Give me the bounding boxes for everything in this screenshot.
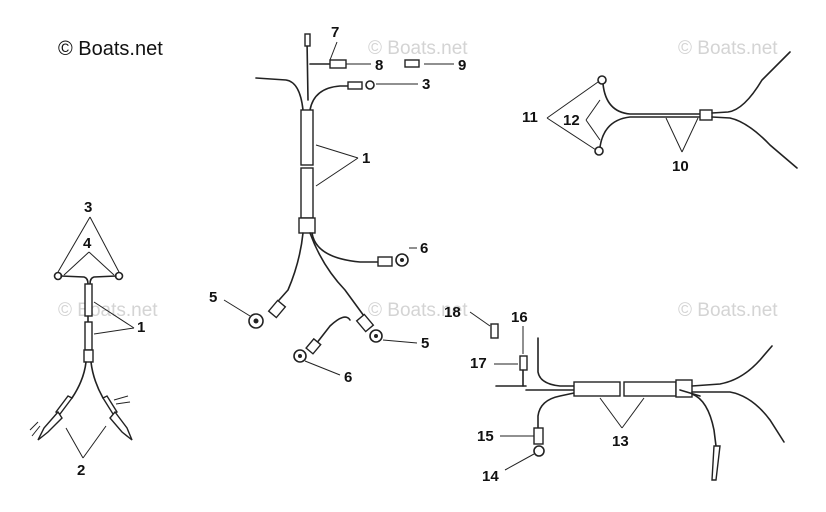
callout-11: 11 <box>522 109 538 126</box>
sleeve <box>623 381 677 397</box>
ring-terminal <box>533 445 545 457</box>
copyright-label: © Boats.net <box>58 38 163 60</box>
sleeve <box>84 283 93 317</box>
callout-4: 4 <box>83 235 92 252</box>
terminal-cap <box>329 59 347 69</box>
watermark: © Boats.net <box>678 38 778 59</box>
junction <box>699 109 713 121</box>
jumper-cable-harness: 3 4 1 2 <box>29 199 145 479</box>
connector-18 <box>490 323 499 339</box>
sleeve <box>84 321 93 351</box>
callout-6: 6 <box>344 369 352 386</box>
callout-14: 14 <box>482 468 499 485</box>
watermark: © Boats.net <box>368 300 468 321</box>
junction <box>83 349 94 363</box>
callout-18: 18 <box>444 304 461 321</box>
sleeve <box>300 167 314 219</box>
ring-terminal <box>597 75 607 85</box>
callout-10: 10 <box>672 158 689 175</box>
callout-3: 3 <box>84 199 92 216</box>
callout-8: 8 <box>375 57 383 74</box>
callout-5: 5 <box>209 289 217 306</box>
callout-16: 16 <box>511 309 528 326</box>
callout-7: 7 <box>331 24 339 41</box>
junction <box>675 379 693 398</box>
alligator-clip <box>109 410 133 441</box>
y-harness-lower: 18 16 17 15 14 13 <box>444 304 785 485</box>
callout-1: 1 <box>137 319 145 336</box>
connector-9 <box>404 59 420 68</box>
terminal-16 <box>519 355 528 371</box>
callout-3: 3 <box>422 76 430 93</box>
callout-6: 6 <box>420 240 428 257</box>
callout-2: 2 <box>77 462 85 479</box>
watermark: © Boats.net <box>368 38 468 59</box>
ring-terminal <box>365 80 375 90</box>
alligator-clip <box>37 410 63 441</box>
callout-17: 17 <box>470 355 487 372</box>
ring-terminal <box>594 146 604 156</box>
callout-15: 15 <box>477 428 494 445</box>
callout-13: 13 <box>612 433 629 450</box>
sleeve <box>300 109 314 166</box>
sleeve <box>573 381 621 397</box>
junction <box>298 217 316 234</box>
main-wiring-harness: 7 8 9 3 1 6 5 5 6 <box>209 24 466 386</box>
callout-1: 1 <box>362 150 370 167</box>
callout-5: 5 <box>421 335 429 352</box>
y-harness-upper: 11 12 10 <box>522 51 798 175</box>
callout-12: 12 <box>563 112 580 129</box>
callout-9: 9 <box>458 57 466 74</box>
watermark: © Boats.net <box>678 300 778 321</box>
